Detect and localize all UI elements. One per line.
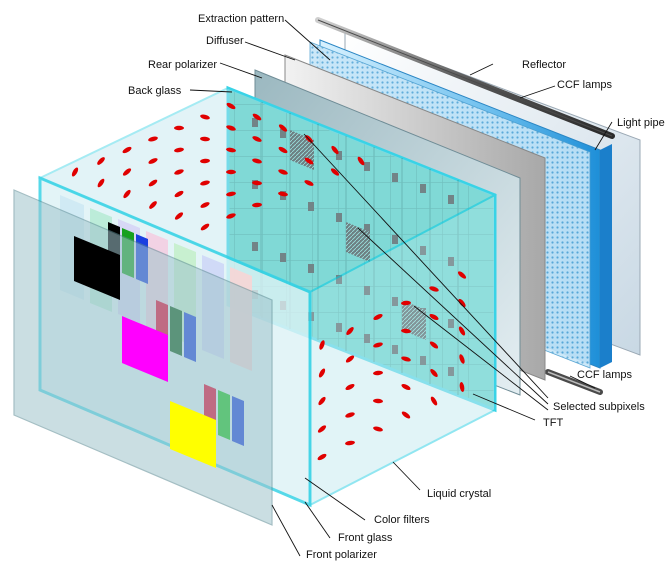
lc-molecule: [97, 157, 105, 165]
lc-molecule: [226, 125, 236, 131]
lc-molecule: [373, 398, 383, 404]
lc-molecule: [459, 354, 465, 364]
label-liquid-crystal: Liquid crystal: [427, 488, 491, 500]
lc-molecule: [430, 396, 438, 406]
label-light-pipe: Light pipe: [617, 117, 665, 129]
lc-molecule: [174, 125, 184, 131]
ccf-lamps-bottom: [545, 369, 603, 395]
lc-molecule: [401, 300, 411, 306]
lc-molecule: [429, 313, 439, 321]
pixel-magenta: [122, 316, 168, 382]
lc-molecule: [122, 168, 132, 176]
lc-molecule: [430, 369, 438, 377]
lc-molecule: [148, 179, 158, 187]
label-back-glass: Back glass: [128, 85, 182, 97]
label-front-glass: Front glass: [338, 532, 393, 544]
light-pipe-edge: [600, 144, 612, 368]
lc-molecule: [345, 383, 355, 391]
ccf-lamps-top: [315, 17, 615, 139]
lc-molecule: [401, 411, 411, 419]
label-ccf-lamps-top: CCF lamps: [557, 79, 613, 91]
lc-molecule: [459, 382, 465, 392]
lc-molecule: [174, 212, 184, 220]
lc-molecule: [200, 114, 210, 120]
lc-molecule: [252, 180, 262, 186]
lc-molecule: [174, 147, 184, 153]
lc-molecule: [278, 146, 288, 154]
lc-molecule: [71, 167, 79, 177]
lc-molecule: [148, 136, 158, 142]
lc-molecule: [458, 326, 466, 336]
pixel-black: [74, 236, 120, 300]
pixel-squares: [74, 236, 216, 468]
lc-molecule: [252, 202, 262, 208]
lc-molecule: [123, 189, 131, 199]
lc-molecule: [252, 113, 262, 121]
lc-molecule: [318, 368, 326, 378]
lc-molecule: [331, 145, 339, 155]
lc-molecule: [458, 298, 466, 308]
lc-molecule: [226, 147, 236, 153]
label-diffuser: Diffuser: [206, 35, 244, 47]
lc-molecule: [401, 328, 411, 334]
lc-molecule: [226, 102, 236, 110]
lc-molecule: [401, 384, 411, 390]
label-reflector: Reflector: [522, 59, 566, 71]
label-tft: TFT: [543, 417, 563, 429]
lc-molecule: [226, 169, 236, 175]
lc-molecule: [278, 191, 288, 197]
lc-molecule: [345, 412, 355, 418]
lc-molecule: [226, 191, 236, 197]
lc-molecule: [149, 201, 157, 209]
lc-molecule: [318, 396, 326, 406]
lc-molecule: [122, 146, 132, 154]
label-rear-polarizer: Rear polarizer: [148, 59, 217, 71]
lc-molecule: [278, 169, 288, 175]
lc-molecule: [148, 158, 158, 164]
lc-molecule: [319, 340, 325, 350]
lc-molecule: [373, 314, 383, 320]
lc-molecule: [226, 213, 236, 219]
lc-molecule: [429, 341, 439, 349]
lc-molecule: [200, 158, 210, 164]
lc-molecule: [252, 158, 262, 164]
label-front-polarizer: Front polarizer: [306, 549, 377, 561]
pixel-yellow: [170, 401, 216, 468]
lc-molecule: [429, 286, 439, 292]
lc-molecule: [357, 156, 365, 166]
lc-molecule: [97, 178, 105, 188]
lc-molecule: [373, 426, 383, 432]
lc-molecule: [401, 356, 411, 362]
lc-molecule: [345, 355, 355, 363]
lc-molecule: [304, 180, 314, 186]
label-selected-subpixels: Selected subpixels: [553, 401, 645, 413]
lc-molecule: [278, 124, 288, 132]
lc-molecule: [200, 136, 210, 142]
lc-molecule: [373, 370, 383, 376]
lc-molecule: [200, 223, 210, 231]
lc-molecule: [373, 342, 383, 348]
lc-molecule: [304, 157, 314, 165]
lc-molecule: [200, 202, 210, 208]
lc-molecule: [457, 271, 467, 279]
label-extraction-pattern: Extraction pattern: [198, 13, 284, 25]
lc-molecule: [330, 168, 340, 176]
lc-molecule: [345, 440, 355, 446]
lc-molecule: [317, 453, 327, 461]
label-color-filters: Color filters: [374, 514, 430, 526]
lc-molecule: [346, 327, 354, 335]
lc-molecule: [317, 425, 327, 433]
leader-lines: [189, 19, 613, 557]
lc-molecule: [174, 169, 184, 175]
label-ccf-lamps-bottom: CCF lamps: [577, 369, 633, 381]
lc-molecule: [200, 180, 210, 186]
lc-molecule: [252, 136, 262, 142]
lc-molecule: [174, 190, 184, 198]
